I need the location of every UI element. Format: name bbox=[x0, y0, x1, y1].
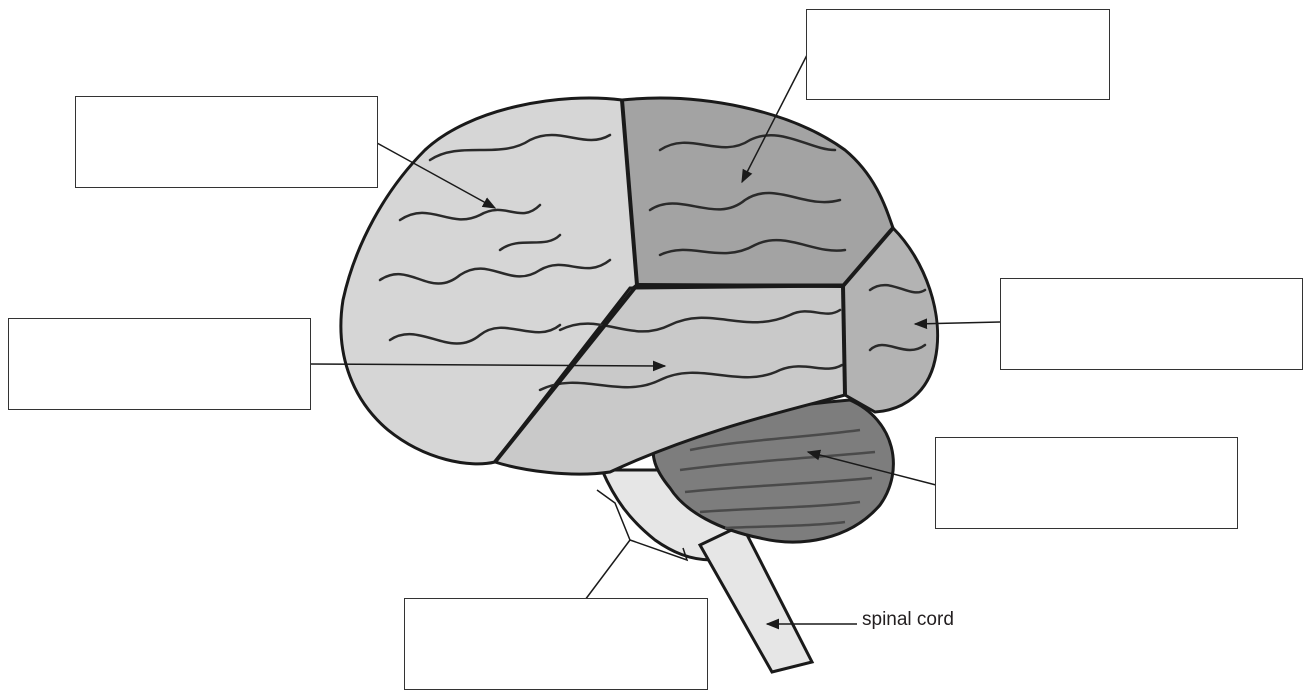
spinal-cord bbox=[700, 525, 812, 672]
label-box-temporal[interactable] bbox=[8, 318, 311, 410]
label-box-frontal[interactable] bbox=[75, 96, 378, 188]
label-box-parietal[interactable] bbox=[806, 9, 1110, 100]
label-box-cerebellum[interactable] bbox=[935, 437, 1238, 529]
label-box-brainstem[interactable] bbox=[404, 598, 708, 690]
leader-brainstem bbox=[585, 540, 630, 600]
label-box-occipital[interactable] bbox=[1000, 278, 1303, 370]
spinal-cord-label: spinal cord bbox=[862, 609, 954, 631]
parietal-lobe bbox=[622, 98, 893, 285]
